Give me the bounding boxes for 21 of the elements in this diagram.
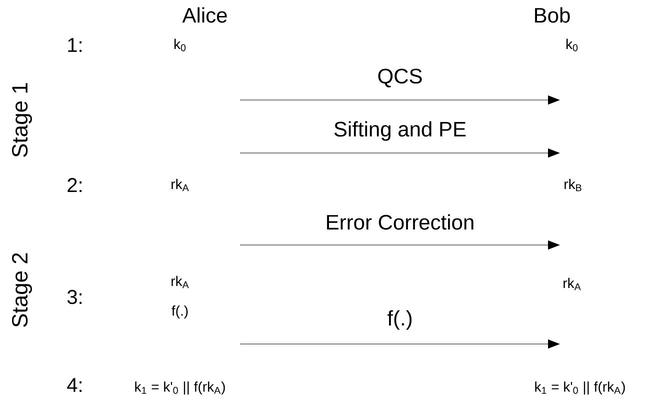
step-number: 4: [67, 378, 82, 392]
step-number: 1: [68, 38, 82, 52]
key-text: f(.) [172, 305, 188, 319]
key-text: rk$_{A}$ [172, 178, 189, 192]
arrow-label: Error Correction [327, 214, 474, 230]
column-heading: Bob [535, 7, 570, 23]
stage-label: Stage 2 [12, 253, 32, 327]
arrow-label: Sifting and PE [334, 121, 466, 141]
key-text: rk$_{B}$ [564, 178, 582, 192]
column-heading: Alice [182, 7, 227, 23]
stage-label: Stage 1 [12, 83, 32, 157]
key-text: k$_{0}$ [174, 38, 186, 52]
step-number: 3: [67, 290, 82, 304]
step-number: 2: [68, 178, 82, 192]
arrow-label: QCS [378, 68, 422, 88]
key-text: k$_{1}$ = k'$_{0}$ || f(rk$_{A}$) [135, 381, 225, 395]
key-text: rk$_{A}$ [564, 278, 581, 290]
key-text: k$_{0}$ [566, 38, 578, 52]
key-text: k$_{1}$ = k'$_{0}$ || f(rk$_{A}$) [535, 381, 625, 395]
arrow-label: f(.) [387, 310, 412, 330]
key-text: rk$_{A}$ [172, 276, 189, 288]
